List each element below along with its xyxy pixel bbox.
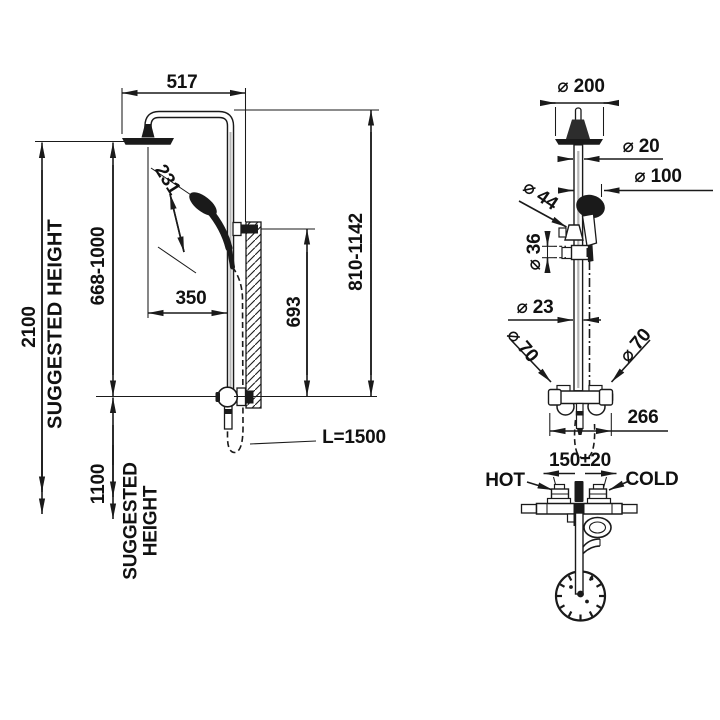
hose-length-label: L=1500 xyxy=(322,427,386,449)
dim-column-height-range xyxy=(234,109,379,396)
dim-pipe-upper-diameter-label: ⌀ 20 xyxy=(622,136,660,158)
dim-bracket-to-valve-label: 693 xyxy=(284,296,306,328)
dim-head-to-column-label: 350 xyxy=(175,288,207,310)
hand-shower-side xyxy=(558,194,605,262)
dim-suggested-height-head-label: 2100 xyxy=(19,306,41,348)
arm-bend-plan xyxy=(582,538,601,555)
wall-pipe-plan xyxy=(574,481,584,502)
dim-valve-width-label: 266 xyxy=(627,407,659,429)
dim-slider-diameter-label: ⌀ 36 xyxy=(524,233,546,271)
front-view xyxy=(35,88,379,519)
dim-trim-left-leader xyxy=(510,339,552,383)
plan-view xyxy=(520,481,638,622)
hot-leader xyxy=(526,481,554,491)
wall-bracket xyxy=(232,221,258,237)
dim-head-to-valve-range-label: 668-1000 xyxy=(88,226,110,306)
dim-head-diameter-label: ⌀ 200 xyxy=(557,76,605,98)
dim-bracket-to-valve xyxy=(261,228,315,396)
rain-shower-head xyxy=(122,124,174,145)
riser-pipe-side xyxy=(555,107,603,392)
hose-loop-side xyxy=(573,419,596,460)
dim-suggested-height-valve-label: 1100 xyxy=(88,463,110,505)
thermostatic-valve-side xyxy=(547,384,614,435)
inlet-connections xyxy=(546,483,612,506)
wall-section xyxy=(245,221,262,409)
shower-arm-and-riser xyxy=(144,110,235,391)
head-plan-center xyxy=(577,590,584,598)
dim-head-diameter xyxy=(540,99,619,136)
hot-label: HOT xyxy=(485,470,525,492)
dim-holder-leader xyxy=(518,200,567,228)
dim-handshower-diameter xyxy=(558,184,713,197)
hand-shower xyxy=(189,192,235,270)
suggested-height-valve-text: SUGGESTED HEIGHT xyxy=(120,462,161,580)
suggested-height-head-text: SUGGESTED HEIGHT xyxy=(44,219,67,429)
dim-slider-diameter xyxy=(542,230,566,274)
dim-handshower-diameter-label: ⌀ 100 xyxy=(634,166,682,188)
handshower-plan xyxy=(583,516,612,539)
dim-handshower-length xyxy=(150,167,198,274)
dim-head-to-column xyxy=(147,147,227,318)
arm-pipe-plan xyxy=(574,512,584,595)
cold-leader xyxy=(608,480,630,491)
dim-arm-projection-label: 517 xyxy=(166,72,198,94)
cold-label: COLD xyxy=(625,469,679,491)
hose-length-leader xyxy=(249,440,317,445)
dim-valve-width xyxy=(549,413,668,436)
dim-trim-right-leader xyxy=(610,339,651,383)
dim-column-height-range-label: 810-1142 xyxy=(346,213,368,291)
dim-inlet-spacing-label: 150±20 xyxy=(548,450,612,472)
dim-pipe-lower-diameter-label: ⌀ 23 xyxy=(516,297,554,319)
